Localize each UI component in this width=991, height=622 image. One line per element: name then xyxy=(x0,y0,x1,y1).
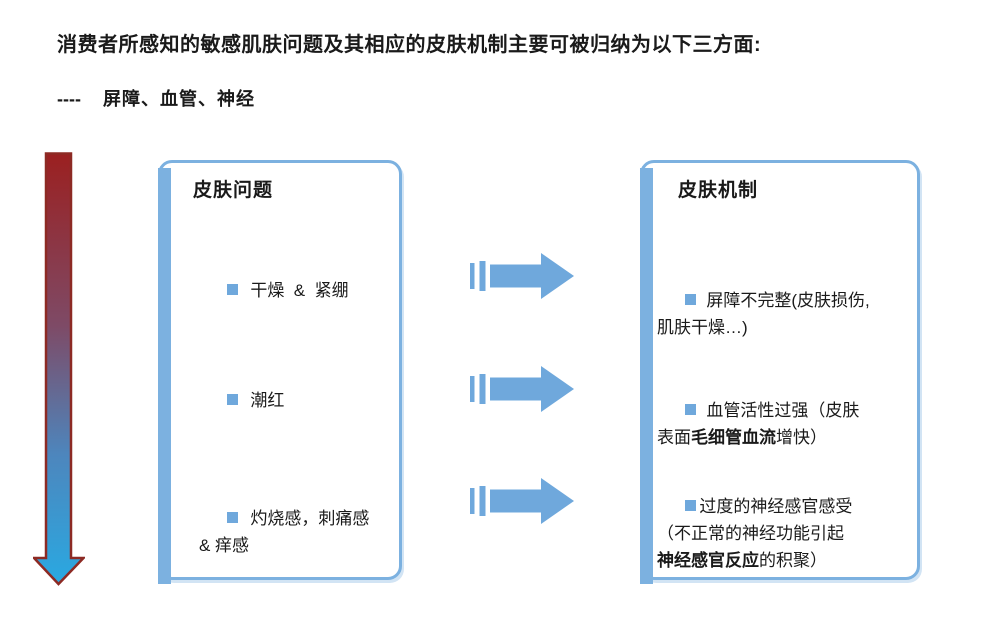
subtitle-dashes: ---- xyxy=(57,89,81,109)
down-arrow-gradient-icon xyxy=(33,152,85,586)
mechanism-item-text: 过度的神经感官感受 （不正常的神经功能引起 神经感官反应的积聚） xyxy=(657,497,853,570)
mechanism-item-text: 屏障不完整(皮肤损伤, 肌肤干燥…) xyxy=(657,291,870,337)
flow-arrow-icon xyxy=(470,253,574,299)
skin-problems-box: 皮肤问题 干燥 & 紧绷 潮红 灼烧感，刺痛感 & 痒感 xyxy=(158,160,402,584)
problem-item-text: 干燥 & 紧绷 xyxy=(250,281,349,300)
skin-problems-title: 皮肤问题 xyxy=(193,180,274,201)
mechanism-item-barrier: 屏障不完整(皮肤损伤, 肌肤干燥…) xyxy=(657,260,917,368)
problem-item-text: 潮红 xyxy=(250,391,285,410)
bullet-square-icon xyxy=(227,512,239,523)
flow-arrow-icon xyxy=(470,366,574,412)
problem-item-dry-tight: 干燥 & 紧绷 xyxy=(199,250,349,331)
mechanism-item-vascular: 血管活性过强（皮肤 表面毛细管血流增快） xyxy=(657,370,917,478)
mechanism-item-neural: 过度的神经感官感受 （不正常的神经功能引起 神经感官反应的积聚） xyxy=(657,466,917,601)
bullet-square-icon xyxy=(685,294,697,305)
bullet-square-icon xyxy=(685,404,697,415)
problem-item-burning-stinging: 灼烧感，刺痛感 & 痒感 xyxy=(199,478,369,586)
subtitle-text: 屏障、血管、神经 xyxy=(102,89,255,109)
subtitle: ---- 屏障、血管、神经 xyxy=(57,85,255,111)
bullet-square-icon xyxy=(227,284,239,295)
flow-arrow-icon xyxy=(470,478,574,524)
page-title: 消费者所感知的敏感肌肤问题及其相应的皮肤机制主要可被归纳为以下三方面: xyxy=(57,34,762,56)
skin-mechanisms-title: 皮肤机制 xyxy=(678,180,759,201)
problem-item-flushing: 潮红 xyxy=(199,360,284,441)
problem-item-text: 灼烧感，刺痛感 & 痒感 xyxy=(199,509,370,555)
mechanism-item-text: 血管活性过强（皮肤 表面毛细管血流增快） xyxy=(657,401,860,447)
bullet-square-icon xyxy=(227,394,239,405)
bullet-square-icon xyxy=(685,500,697,511)
skin-mechanisms-box: 皮肤机制 屏障不完整(皮肤损伤, 肌肤干燥…) 血管活性过强（皮肤 表面毛细管血… xyxy=(640,160,920,584)
